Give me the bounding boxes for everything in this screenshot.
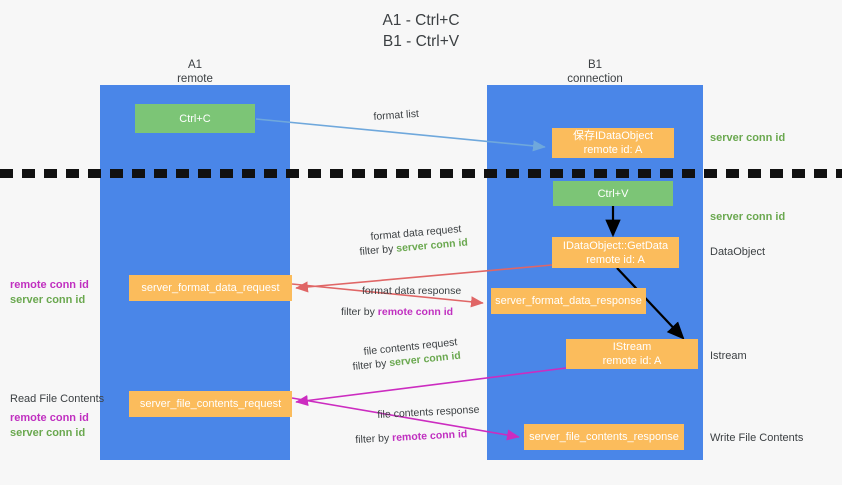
edge-label-format-data-response-text: format data response	[362, 285, 462, 297]
side-label-istream-text: Istream	[710, 350, 747, 362]
side-label-write-file-contents-text: Write File Contents	[710, 432, 804, 444]
column-a1-name: A1	[187, 59, 203, 71]
wire-format-data-request	[295, 264, 553, 293]
title-line-2: B1 - Ctrl+V	[382, 33, 460, 50]
side-label-dataobject-text: DataObject	[710, 246, 766, 258]
edge-label-format-data-response-filter: filter by remote conn id	[341, 305, 453, 319]
node-idataobject-getdata-line-2: remote id: A	[586, 253, 645, 266]
side-label-server-conn-id-top-text: server conn id	[710, 132, 786, 144]
node-server-file-contents-response-label: server_file_contents_response	[529, 431, 679, 443]
node-ctrl-v[interactable]: Ctrl+V	[553, 181, 673, 206]
node-ctrl-c[interactable]: Ctrl+C	[135, 104, 255, 133]
left-label-conn-ids-lower: remote conn id server conn id	[10, 411, 89, 441]
left-server-conn-id-1: server conn id	[10, 294, 86, 306]
side-label-server-conn-id-mid: server conn id	[710, 210, 785, 225]
node-idataobject-getdata[interactable]: IDataObject::GetData remote id: A	[552, 237, 679, 268]
left-label-read-file-contents: Read File Contents	[10, 392, 104, 407]
side-label-istream: Istream	[710, 349, 747, 364]
left-server-conn-id-2: server conn id	[10, 427, 86, 439]
page-title: A1 - Ctrl+C B1 - Ctrl+V	[0, 10, 842, 52]
node-server-file-contents-response[interactable]: server_file_contents_response	[524, 424, 684, 450]
node-istream[interactable]: IStream remote id: A	[566, 339, 698, 369]
wire-format-list	[255, 118, 546, 152]
filter-by-text: filter by	[359, 243, 394, 258]
node-ctrl-v-label: Ctrl+V	[597, 187, 629, 200]
node-istream-line-1: IStream	[612, 341, 652, 353]
wire-file-contents-response	[291, 397, 520, 441]
side-label-write-file-contents: Write File Contents	[710, 431, 803, 446]
filter-by-text-4: filter by	[355, 432, 390, 446]
edge-label-format-data-response: format data response	[362, 284, 461, 298]
node-server-format-data-response[interactable]: server_format_data_response	[491, 288, 646, 314]
column-a1-sub: remote	[177, 73, 213, 85]
node-save-idataobject[interactable]: 保存IDataObject remote id: A	[552, 128, 674, 158]
node-istream-line-2: remote id: A	[602, 355, 662, 367]
node-server-format-data-request[interactable]: server_format_data_request	[129, 275, 292, 301]
wire-getdata-to-istream	[616, 267, 685, 340]
left-remote-conn-id-1: remote conn id	[10, 279, 89, 291]
filter-by-text-2: filter by	[341, 306, 375, 318]
node-server-format-data-request-label: server_format_data_request	[141, 282, 280, 294]
wire-file-contents-request	[295, 367, 567, 407]
title-line-1: A1 - Ctrl+C	[382, 12, 460, 29]
wire-format-data-response	[291, 283, 484, 308]
column-b1-name: B1	[587, 59, 603, 71]
left-label-conn-ids-upper: remote conn id server conn id	[10, 278, 89, 308]
remote-conn-id-text: remote conn id	[377, 306, 454, 318]
node-server-format-data-response-label: server_format_data_response	[495, 295, 642, 307]
column-header-a1: A1 remote	[100, 58, 290, 86]
phase-divider	[0, 169, 842, 178]
side-label-dataobject: DataObject	[710, 245, 765, 260]
edge-label-format-list-text: format list	[373, 107, 420, 123]
left-label-read-file-contents-text: Read File Contents	[10, 393, 105, 405]
filter-by-text-3: filter by	[352, 357, 388, 373]
node-ctrl-c-label: Ctrl+C	[179, 112, 211, 125]
column-b1-sub: connection	[567, 73, 623, 85]
node-save-idataobject-line-2: remote id: A	[583, 144, 643, 156]
node-save-idataobject-line-1: 保存IDataObject	[572, 130, 654, 142]
node-server-file-contents-request-label: server_file_contents_request	[139, 398, 282, 410]
node-server-file-contents-request[interactable]: server_file_contents_request	[129, 391, 292, 417]
remote-conn-id-text-2: remote conn id	[391, 428, 468, 445]
node-idataobject-getdata-line-1: IDataObject::GetData	[562, 239, 669, 252]
column-header-b1: B1 connection	[487, 58, 703, 86]
side-label-server-conn-id-top: server conn id	[710, 131, 785, 146]
side-label-server-conn-id-mid-text: server conn id	[710, 211, 786, 223]
left-remote-conn-id-2: remote conn id	[10, 412, 89, 424]
